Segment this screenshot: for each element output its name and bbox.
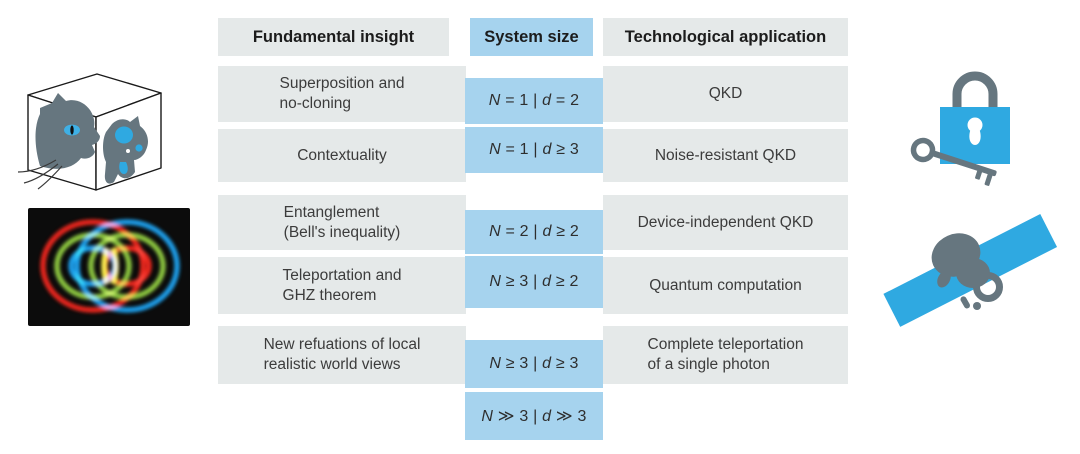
entangled-photon-rings-illustration (28, 208, 190, 326)
insight-text: Teleportation and GHZ theorem (282, 266, 402, 304)
right-outer-blue-ring (74, 219, 180, 313)
center-yellow-overlap (110, 246, 119, 286)
center-yellow-overlap (101, 246, 110, 286)
system-size-cell-1: N = 1 | d = 2 (465, 78, 603, 124)
header-label: Technological application (624, 27, 827, 46)
skull-nose-marking (119, 162, 128, 174)
system-size-value: N ≫ 3 | d ≫ 3 (481, 408, 587, 425)
insight-text: Contextuality (297, 146, 387, 164)
insight-cell-contextuality: Contextuality (218, 129, 466, 182)
header-fundamental-insight: Fundamental insight (218, 18, 449, 56)
application-text: Complete teleportation of a single photo… (647, 336, 804, 373)
insight-cell-superposition: Superposition and no-cloning (218, 66, 466, 122)
system-size-value: N ≥ 3 | d ≥ 3 (489, 355, 579, 372)
system-size-value: N ≥ 3 | d ≥ 2 (489, 273, 579, 290)
satellite-dish (973, 272, 1003, 302)
key-icon (910, 137, 997, 186)
padlock-shackle (952, 71, 998, 109)
system-size-cell-2: N = 1 | d ≥ 3 (465, 127, 603, 173)
application-cell-device-independent-qkd: Device-independent QKD (603, 195, 848, 250)
left-outer-red-ring (40, 219, 146, 313)
application-cell-qkd: QKD (603, 66, 848, 122)
application-text: Device-independent QKD (637, 213, 814, 231)
application-text: Noise-resistant QKD (654, 146, 797, 164)
skull-dot (126, 149, 130, 153)
right-middle-green-ring (88, 232, 166, 300)
system-size-cell-6: N ≫ 3 | d ≫ 3 (465, 392, 603, 440)
system-size-value: N = 1 | d = 2 (488, 92, 580, 109)
application-cell-quantum-computation: Quantum computation (603, 257, 848, 314)
application-cell-noise-resistant-qkd: Noise-resistant QKD (603, 129, 848, 182)
satellite-body (931, 233, 1003, 310)
key-tooth (975, 170, 983, 180)
insight-cell-entanglement: Entanglement (Bell's inequality) (218, 195, 466, 250)
key-bow (910, 137, 936, 163)
insight-text: Superposition and no-cloning (279, 75, 405, 112)
header-label: Fundamental insight (252, 27, 415, 46)
key-tooth (984, 173, 993, 186)
insight-cell-refutations: New refuations of local realistic world … (218, 326, 466, 384)
keyhole-tail (969, 128, 981, 145)
system-size-cell-4: N ≥ 3 | d ≥ 2 (465, 256, 603, 308)
system-size-cell-3: N = 2 | d ≥ 2 (465, 210, 603, 254)
application-text: Quantum computation (649, 276, 802, 294)
system-size-value: N = 2 | d ≥ 2 (489, 223, 579, 240)
skull-eye-socket (115, 126, 133, 144)
application-cell-complete-teleportation: Complete teleportation of a single photo… (603, 326, 848, 384)
key-shaft (930, 150, 997, 177)
skull-marking (135, 144, 143, 152)
schrodinger-cat-box-illustration (17, 73, 162, 191)
system-size-cell-5: N ≥ 3 | d ≥ 3 (465, 340, 603, 388)
system-size-value: N = 1 | d ≥ 3 (489, 141, 579, 158)
rings-background (28, 208, 190, 326)
cat-whiskers (17, 159, 63, 190)
header-label: System size (484, 27, 579, 46)
cat-pupil (70, 125, 74, 135)
insight-text: New refuations of local realistic world … (263, 336, 421, 373)
satellite-icon (883, 214, 1058, 327)
padlock-key-icon (910, 71, 1010, 186)
cat-skull-silhouette (103, 116, 148, 184)
insight-cell-teleportation: Teleportation and GHZ theorem (218, 257, 466, 314)
header-system-size: System size (470, 18, 593, 56)
header-technological-application: Technological application (603, 18, 848, 56)
application-text: QKD (708, 85, 743, 102)
insight-text: Entanglement (Bell's inequality) (283, 203, 401, 241)
